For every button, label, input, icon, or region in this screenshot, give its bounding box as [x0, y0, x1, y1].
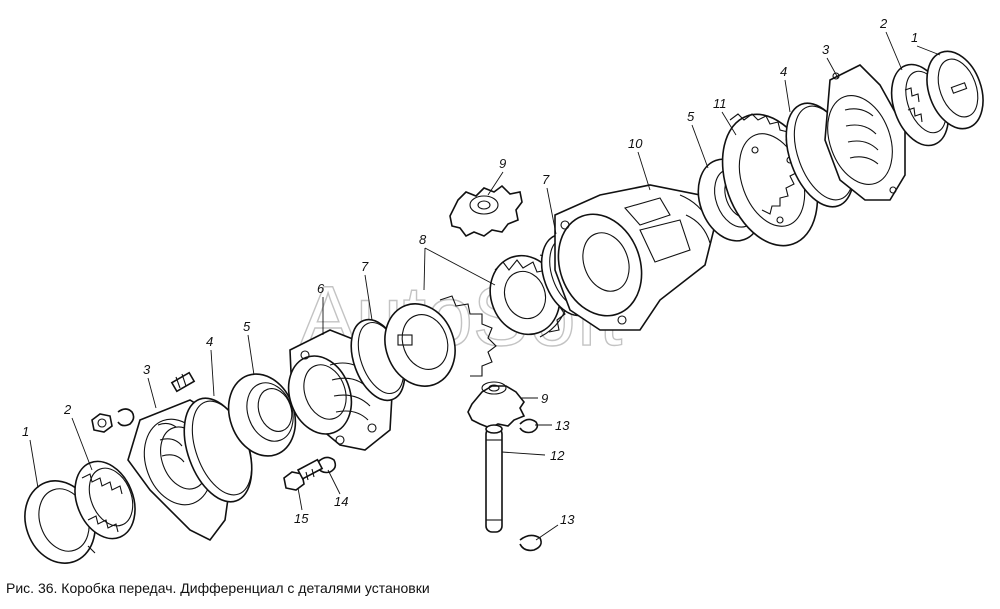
part-washer-small	[117, 408, 135, 427]
callout-8: 8	[419, 232, 427, 247]
callout-4-right: 4	[780, 64, 787, 79]
callout-5-right: 5	[687, 109, 695, 124]
leader-lines	[29, 31, 941, 541]
part-9-top-pinion	[449, 184, 523, 238]
callout-1-right: 1	[911, 30, 918, 45]
callout-4-left: 4	[206, 334, 213, 349]
part-8-left-side-gear	[384, 295, 497, 387]
part-1-right-cover	[926, 50, 984, 130]
callout-3-right: 3	[822, 42, 830, 57]
callout-2-left: 2	[63, 402, 72, 417]
part-9-bottom-pinion	[467, 381, 526, 429]
callout-5-left: 5	[243, 319, 251, 334]
callout-3-left: 3	[143, 362, 151, 377]
figure-caption: Рис. 36. Коробка передач. Дифференциал с…	[6, 580, 430, 596]
part-2-left-nut	[74, 460, 136, 540]
callout-1-left: 1	[22, 424, 29, 439]
part-13-top-lockring	[519, 418, 539, 434]
part-nut-small	[91, 413, 113, 433]
callout-15: 15	[294, 511, 309, 526]
callout-11: 11	[713, 96, 727, 111]
callout-7-right: 7	[542, 172, 550, 187]
callout-9-bottom: 9	[541, 391, 548, 406]
part-3-right-flange	[824, 64, 906, 201]
callout-7-left: 7	[361, 259, 369, 274]
callout-2-right: 2	[879, 16, 888, 31]
callout-13-bottom: 13	[560, 512, 575, 527]
part-13-bottom-lockring	[519, 534, 542, 552]
callout-6: 6	[317, 281, 325, 296]
part-15-bolt	[283, 458, 324, 491]
callout-14: 14	[334, 494, 348, 509]
part-10-differential-case	[554, 184, 716, 331]
callout-numbers: 1 2 3 4 5 6 7 8 9 9 10 7 5 11 4 3 2 1 12…	[22, 16, 918, 527]
part-12-pinion-shaft	[485, 424, 503, 533]
callout-10: 10	[628, 136, 643, 151]
callout-9-top: 9	[499, 156, 506, 171]
callout-13-top: 13	[555, 418, 570, 433]
callout-12: 12	[550, 448, 565, 463]
